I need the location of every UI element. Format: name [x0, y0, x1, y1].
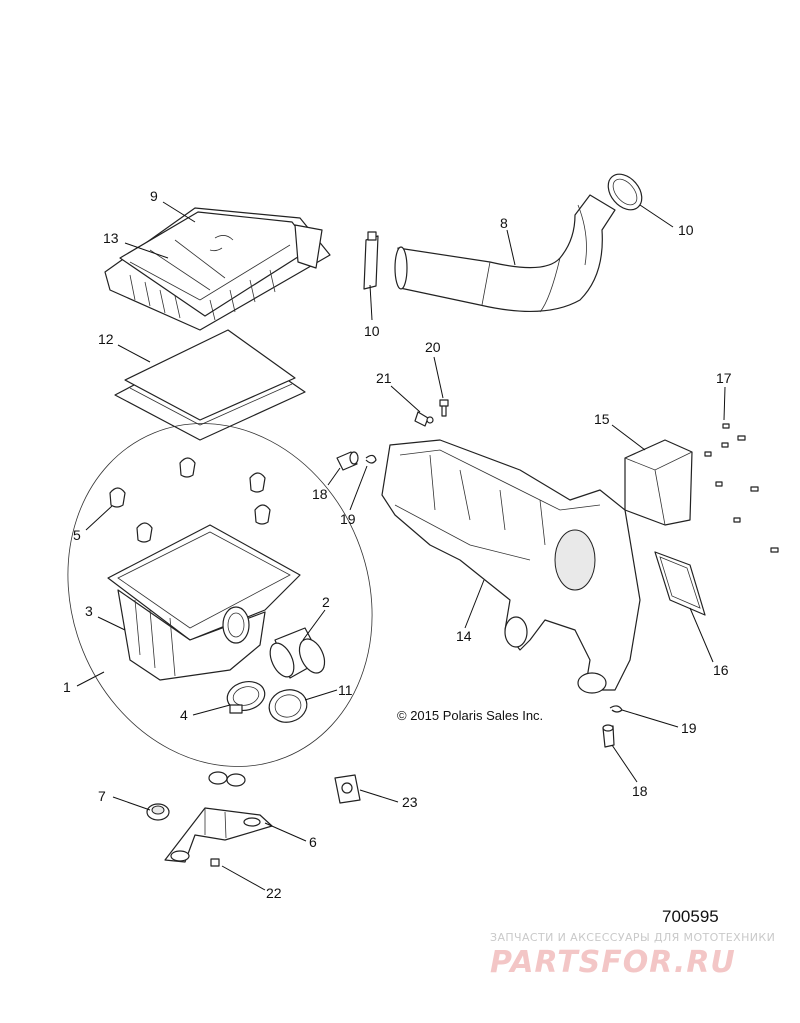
clamp-11-part [268, 689, 308, 723]
airbox-cover-part [104, 207, 331, 331]
label-5: 5 [73, 527, 81, 543]
bolt-22-part [210, 858, 220, 867]
screws-17-part [704, 423, 779, 553]
fitting-23-part [334, 774, 361, 804]
fitting-18-lower-part [602, 724, 615, 748]
screw-20-part [439, 399, 449, 417]
label-21: 21 [376, 370, 392, 386]
clip-19-upper-part [365, 454, 377, 464]
label-10-top: 10 [678, 222, 694, 238]
label-1: 1 [63, 679, 71, 695]
label-20: 20 [425, 339, 441, 355]
clamp-4-part [226, 681, 266, 714]
intake-duct-part [394, 194, 616, 313]
label-14: 14 [456, 628, 472, 644]
label-22: 22 [266, 885, 282, 901]
watermark-tagline: ЗАПЧАСТИ И АКСЕССУАРЫ ДЛЯ МОТОТЕХНИКИ [490, 931, 775, 944]
watermark-logo: PARTSFOR.RU [490, 945, 736, 980]
label-17: 17 [716, 370, 732, 386]
boot-2-part [269, 627, 326, 679]
label-8: 8 [500, 215, 508, 231]
airbox-base-part [107, 524, 301, 681]
label-2: 2 [322, 594, 330, 610]
label-10-left: 10 [364, 323, 380, 339]
clamp-left-part [363, 231, 379, 290]
intake-housing-part [381, 439, 641, 694]
label-12: 12 [98, 331, 114, 347]
fitting-18-upper-part [336, 451, 359, 471]
label-19-lower: 19 [681, 720, 697, 736]
clip-19-lower-part [609, 705, 623, 713]
label-7: 7 [98, 788, 106, 804]
callout-labels: 9 13 12 8 10 10 20 21 17 15 18 19 5 3 2 … [63, 188, 732, 901]
grommets-7-part [146, 771, 246, 821]
diagram-number: 700595 [662, 907, 719, 926]
label-16: 16 [713, 662, 729, 678]
label-23: 23 [402, 794, 418, 810]
label-13: 13 [103, 230, 119, 246]
label-9: 9 [150, 188, 158, 204]
label-4: 4 [180, 707, 188, 723]
label-19-upper: 19 [340, 511, 356, 527]
label-6: 6 [309, 834, 317, 850]
copyright-text: © 2015 Polaris Sales Inc. [397, 708, 543, 723]
air-filter-part [114, 329, 306, 441]
watermark: ЗАПЧАСТИ И АКСЕССУАРЫ ДЛЯ МОТОТЕХНИКИ PA… [490, 931, 775, 980]
label-15: 15 [594, 411, 610, 427]
clip-21-part [414, 411, 434, 427]
leader-lines [76, 201, 726, 891]
label-3: 3 [85, 603, 93, 619]
foam-block-15-part [624, 439, 693, 526]
bracket-6-part [164, 807, 273, 863]
label-18-upper: 18 [312, 486, 328, 502]
label-11: 11 [338, 682, 353, 698]
airbox-assembly-outline [67, 423, 373, 767]
pad-16-part [654, 551, 706, 616]
label-18-lower: 18 [632, 783, 648, 799]
clamp-top-part [607, 173, 643, 211]
